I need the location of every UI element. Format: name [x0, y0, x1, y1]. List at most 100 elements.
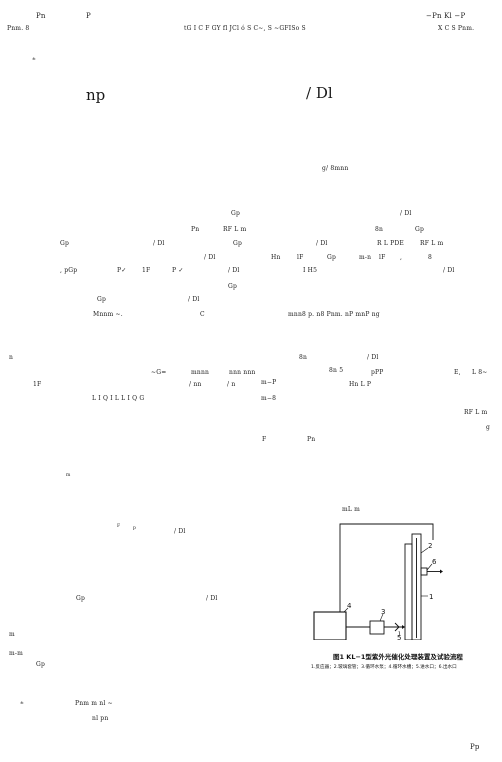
left-col-text: m	[9, 631, 15, 638]
page-number: Pp	[470, 743, 480, 751]
right-col-text: 8n	[299, 354, 308, 361]
right-col-text: E,	[454, 369, 461, 376]
water-tank	[313, 611, 347, 640]
para-text: / Dl	[153, 240, 165, 247]
para-text: Hn	[271, 254, 281, 261]
para-text: RF L m	[223, 226, 247, 233]
para-text: R L PDE	[377, 240, 404, 247]
para-text: I H5	[303, 267, 318, 274]
right-col-text: Hn L P	[349, 381, 372, 388]
para-text: P✓	[117, 267, 127, 274]
left-col-text: n	[9, 354, 14, 361]
left-col-text: m	[66, 473, 71, 478]
pump	[369, 620, 385, 635]
para-text: 1F	[142, 267, 151, 274]
leader-4	[343, 607, 349, 613]
left-col-text: ±	[20, 701, 24, 706]
page-title: np	[86, 86, 106, 104]
header-text: −Pn Kl −P	[426, 12, 466, 20]
inlet-valve	[394, 622, 400, 632]
para-text: / Dl	[188, 296, 200, 303]
left-col-text: mnnn	[191, 369, 210, 376]
leader-6	[426, 563, 433, 571]
para-text: m-n	[359, 254, 372, 261]
para-text: Gp	[233, 240, 243, 247]
outlet-arrowhead	[440, 569, 443, 574]
para-text: Gp	[415, 226, 425, 233]
para-text: lF	[297, 254, 304, 261]
para-text: ,	[400, 254, 403, 261]
header-text: P	[86, 12, 91, 20]
left-col-text: 1F	[33, 381, 42, 388]
inlet-arrowhead	[402, 625, 405, 629]
callout-label: 5	[397, 634, 401, 640]
left-col-text: nnn nnn	[229, 369, 256, 376]
header-text: Pn	[36, 12, 46, 20]
right-col-text: / Dl	[367, 354, 379, 361]
left-col-text: Pnm m nl ~	[75, 700, 113, 707]
callout-label: 6	[432, 558, 437, 566]
para-text: / Dl	[204, 254, 216, 261]
subtitle: g/ 8mnn	[322, 165, 349, 172]
para-text: Gp	[60, 240, 70, 247]
callout-label: 1	[429, 593, 433, 601]
header-text: X C S Pnm.	[438, 25, 475, 32]
left-col-text: Gp	[36, 661, 46, 668]
right-col-text: m−P	[261, 379, 277, 386]
para-text: Gp	[327, 254, 337, 261]
reactor	[411, 533, 422, 640]
para-text: Mnnm ~.	[93, 311, 123, 318]
para-text: Gp	[97, 296, 107, 303]
outlet-port	[420, 567, 428, 576]
right-col-text: L 8~	[472, 369, 488, 376]
para-text: P ✓	[172, 267, 184, 274]
para-text: RF L m	[420, 240, 444, 247]
leader-2	[420, 547, 429, 554]
page-title-right: / Dl	[306, 84, 333, 102]
left-col-text: / Dl	[174, 528, 186, 535]
right-col-text: Pn	[307, 436, 316, 443]
left-col-text: / Dl	[206, 595, 218, 602]
callout-label: 2	[428, 542, 432, 550]
left-col-text: F	[117, 524, 121, 529]
header-text: Pnm. 8	[7, 25, 30, 32]
para-text: 8n	[375, 226, 384, 233]
right-col-text: pPP	[371, 369, 384, 376]
para-text: Pn	[191, 226, 200, 233]
right-col-text: RF L m	[464, 409, 488, 416]
right-col-text: mL m	[342, 506, 361, 513]
para-text: lF	[379, 254, 386, 261]
right-col-text: m−8	[261, 395, 277, 402]
para-text: / Dl	[443, 267, 455, 274]
left-col-text: / n	[227, 381, 236, 388]
left-col-text: / nn	[189, 381, 202, 388]
left-col-text: Gp	[76, 595, 86, 602]
callout-label: 3	[381, 608, 385, 616]
glass-sleeve	[404, 543, 413, 640]
apparatus-diagram: 2 6 1 4 3 5	[313, 523, 443, 640]
right-col-text: F	[262, 436, 267, 443]
left-col-text: p	[133, 526, 137, 531]
left-col-text: ~G=	[151, 369, 167, 376]
para-text: mnn8 p. n8 Pnm. nP mnP ng	[288, 311, 380, 318]
para-text: / Dl	[316, 240, 328, 247]
left-col-text: nl pn	[92, 715, 109, 722]
header-text: tG I C F GY fl JCl ó S C~, S ~GFISo S	[184, 25, 306, 32]
para-text: 8	[428, 254, 433, 261]
para-text: Gp	[231, 210, 241, 217]
leader-3	[379, 613, 384, 622]
note-mark: ±	[32, 57, 36, 62]
figure-caption: 图1 KL−1型紫外光催化处理装置及试验流程	[333, 653, 463, 661]
leader-5	[398, 630, 401, 637]
left-col-text: m-m	[9, 650, 24, 657]
left-col-text: L I Q I L L I Q G	[92, 395, 145, 402]
para-text: , pGp	[60, 267, 78, 274]
para-text: Gp	[228, 283, 238, 290]
right-col-text: g	[486, 424, 491, 431]
figure-legend: 1.反应器；2.玻璃套管；3.循环水泵；4.循环水槽；5.进水口；6.出水口	[311, 665, 457, 670]
callout-label: 4	[347, 602, 352, 610]
para-text: / Dl	[400, 210, 412, 217]
right-col-text: 8n 5	[329, 367, 344, 374]
pipe-top	[339, 523, 434, 612]
para-text: / Dl	[228, 267, 240, 274]
